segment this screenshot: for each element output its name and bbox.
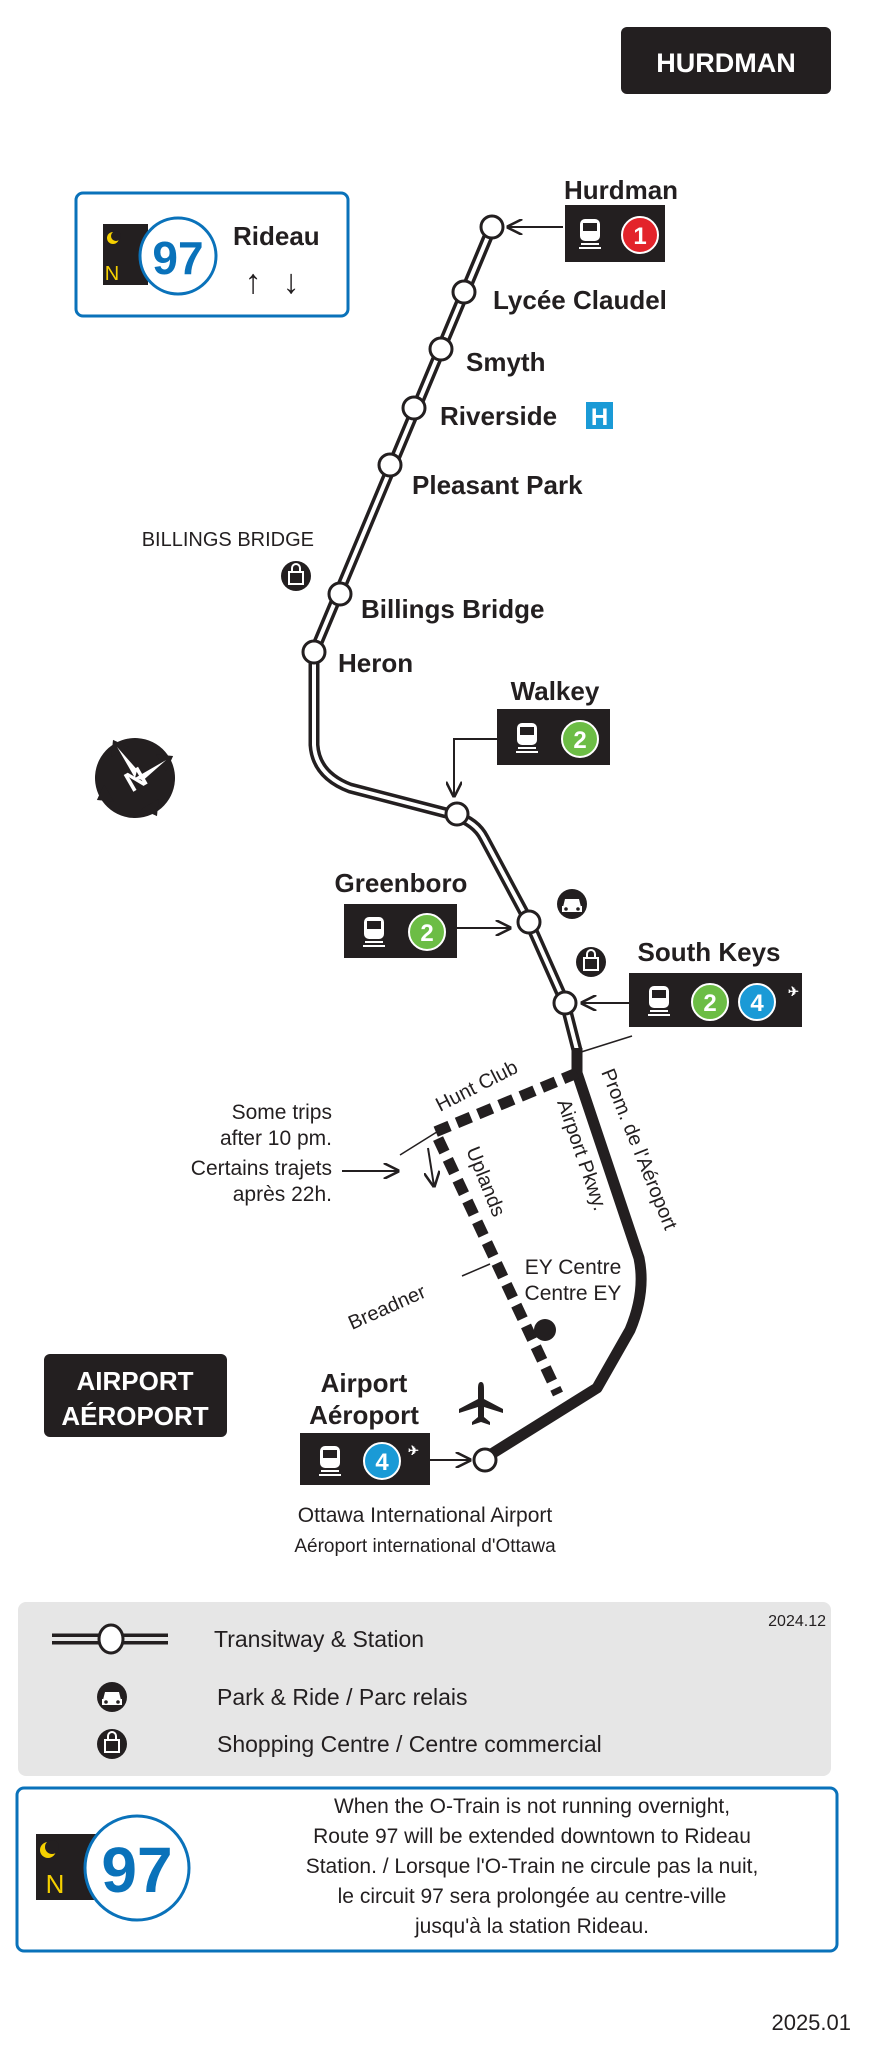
legend-label-park-ride: Park & Ride / Parc relais: [217, 1684, 468, 1710]
route-destination: Rideau: [233, 221, 320, 251]
street-prom-aeroport: Prom. de l'Aéroport: [596, 1066, 681, 1234]
label-lycee-claudel: Lycée Claudel: [493, 285, 667, 315]
night-letter: N: [46, 1869, 65, 1899]
label-greenboro: Greenboro: [335, 868, 468, 898]
label-ottawa-airport-en: Ottawa International Airport: [298, 1504, 553, 1527]
hurdman-connections: 1: [565, 205, 665, 262]
label-pleasant-park: Pleasant Park: [412, 470, 583, 500]
label-heron: Heron: [338, 648, 413, 678]
airport-plane-icon: ✈: [788, 984, 799, 999]
airport-plane-icon: [459, 1382, 503, 1425]
ey-centre-marker: [534, 1319, 556, 1341]
svg-text:AIRPORT: AIRPORT: [77, 1366, 194, 1396]
svg-text:Station. / Lorsque l'O-Train: Station. / Lorsque l'O-Train ne circule …: [306, 1855, 759, 1878]
hospital-icon: H: [586, 402, 613, 431]
label-ey-centre-fr: Centre EY: [525, 1282, 622, 1305]
station-greenboro[interactable]: [516, 909, 542, 935]
route-badge-box: N 97 Rideau ↑ ↓: [74, 191, 350, 318]
shopping-centre-icon: [575, 946, 607, 978]
line-badge-2: 2: [573, 727, 586, 754]
route-uplands-dashed: [427, 1067, 580, 1397]
legend: 2024.12 Transitway & Station Park & Ride…: [18, 1602, 831, 1776]
legend-label-transitway: Transitway & Station: [214, 1626, 424, 1652]
line-badge-1: 1: [633, 223, 646, 250]
label-airport-en: Airport: [321, 1368, 408, 1398]
park-and-ride-icon: [97, 1682, 127, 1712]
svg-text:après 22h.: après 22h.: [233, 1183, 332, 1206]
svg-text:4: 4: [750, 990, 764, 1017]
station-lycee-claudel[interactable]: [451, 279, 477, 305]
station-pleasant-park[interactable]: [377, 452, 403, 478]
station-markers: [301, 214, 578, 1473]
svg-text:Route 97 will be extended down: Route 97 will be extended downtown to Ri…: [313, 1825, 751, 1848]
svg-text:after 10 pm.: after 10 pm.: [220, 1127, 332, 1150]
legend-version: 2024.12: [768, 1613, 826, 1630]
street-breadner: Breadner: [345, 1281, 429, 1335]
route-number: 97: [101, 1834, 172, 1906]
night-letter: N: [105, 263, 119, 285]
station-header: HURDMAN: [621, 27, 831, 94]
label-hurdman: Hurdman: [564, 175, 678, 205]
label-walkey: Walkey: [511, 676, 600, 706]
airport-connections: 4 ✈: [300, 1433, 430, 1485]
shopping-centre-icon: [96, 1728, 128, 1760]
svg-text:jusqu'à la station Rideau.: jusqu'à la station Rideau.: [414, 1915, 649, 1938]
destination-box: AIRPORT AÉROPORT: [44, 1354, 227, 1437]
label-south-keys: South Keys: [637, 937, 780, 967]
svg-text:Certains trajets: Certains trajets: [191, 1157, 332, 1180]
train-icon: [579, 219, 601, 249]
label-ey-centre-en: EY Centre: [525, 1256, 622, 1279]
svg-text:AÉROPORT: AÉROPORT: [61, 1401, 208, 1431]
svg-text:2: 2: [703, 990, 716, 1017]
svg-text:le circuit 97 sera prolongée a: le circuit 97 sera prolongée au centre-v…: [338, 1885, 727, 1908]
svg-text:Some trips: Some trips: [232, 1101, 332, 1124]
station-hurdman[interactable]: [479, 214, 505, 240]
transitway-station-icon: [52, 1623, 168, 1655]
greenboro-connections: 2: [344, 904, 457, 958]
late-trips-note: Some trips after 10 pm. Certains trajets…: [191, 1101, 332, 1206]
svg-text:4: 4: [375, 1449, 389, 1476]
label-smyth: Smyth: [466, 347, 545, 377]
footer-date: 2025.01: [771, 2010, 851, 2035]
legend-label-shopping: Shopping Centre / Centre commercial: [217, 1731, 602, 1757]
label-airport-fr: Aéroport: [309, 1400, 419, 1430]
park-and-ride-icon: [557, 889, 587, 919]
header-title: HURDMAN: [656, 48, 795, 78]
label-riverside: Riverside: [440, 401, 557, 431]
label-billings-mall: BILLINGS BRIDGE: [142, 529, 314, 551]
station-smyth[interactable]: [428, 336, 454, 362]
arrow-up-icon: ↑: [245, 263, 262, 301]
route-airport-parkway: [482, 1048, 647, 1463]
svg-text:✈: ✈: [408, 1443, 419, 1458]
station-heron[interactable]: [301, 639, 327, 665]
shopping-centre-icon: [280, 560, 312, 592]
svg-text:When the O-Train is not runnin: When the O-Train is not running overnigh…: [334, 1795, 730, 1818]
station-south-keys[interactable]: [552, 990, 578, 1016]
svg-text:H: H: [591, 404, 608, 431]
station-airport[interactable]: [472, 1447, 498, 1473]
label-ottawa-airport-fr: Aéroport international d'Ottawa: [294, 1536, 556, 1557]
svg-text:2: 2: [420, 920, 433, 947]
north-compass-icon: N: [95, 738, 175, 818]
label-billings-bridge: Billings Bridge: [361, 594, 544, 624]
overnight-note-box: N 97 When the O-Train is not running ove…: [15, 1786, 839, 1953]
walkey-connections: 2: [497, 709, 610, 765]
station-riverside[interactable]: [401, 395, 427, 421]
arrow-down-icon: ↓: [283, 263, 300, 301]
station-billings-bridge[interactable]: [327, 581, 353, 607]
route-number: 97: [152, 232, 203, 284]
station-walkey[interactable]: [444, 801, 470, 827]
south-keys-connections: 2 4 ✈: [629, 973, 802, 1027]
